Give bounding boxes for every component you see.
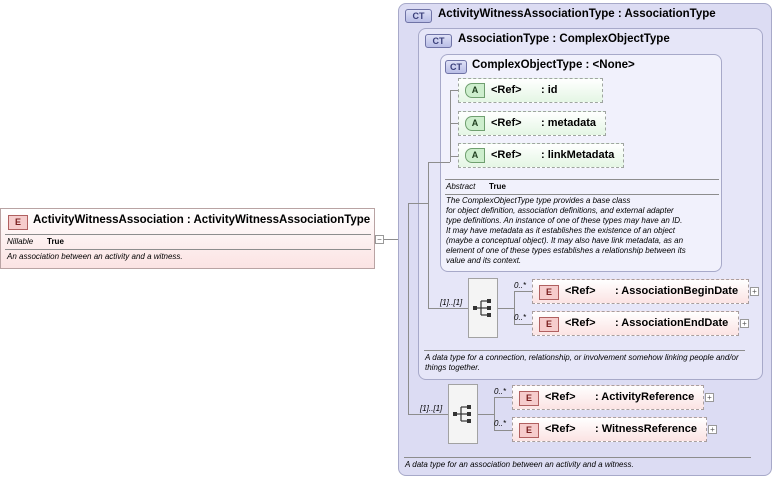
attribute-ref: <Ref> bbox=[491, 84, 522, 96]
attribute-badge: A bbox=[465, 148, 485, 163]
element-badge: E bbox=[539, 285, 559, 300]
attribute-metadata[interactable]: A <Ref> : metadata bbox=[458, 111, 606, 136]
attribute-ref: <Ref> bbox=[491, 117, 522, 129]
mid-type-doc: A data type for a connection, relationsh… bbox=[425, 353, 739, 372]
divider bbox=[445, 194, 719, 195]
sequence-icon bbox=[453, 405, 471, 423]
connector-line bbox=[428, 162, 429, 308]
element-badge: E bbox=[519, 391, 539, 406]
connector-line bbox=[450, 90, 458, 91]
attribute-ref: <Ref> bbox=[491, 149, 522, 161]
expand-toggle[interactable]: + bbox=[740, 319, 749, 328]
connector-line bbox=[514, 324, 532, 325]
doc-line: The ComplexObjectType type provides a ba… bbox=[446, 196, 631, 205]
element-witness-reference[interactable]: E <Ref> : WitnessReference bbox=[512, 417, 707, 442]
element-ref: <Ref> bbox=[545, 423, 576, 435]
divider bbox=[404, 457, 751, 458]
root-element-box[interactable]: E ActivityWitnessAssociation : ActivityW… bbox=[0, 208, 375, 269]
doc-line: element of one of these types establishe… bbox=[446, 246, 686, 255]
connector-line bbox=[478, 414, 494, 415]
expand-toggle[interactable]: + bbox=[750, 287, 759, 296]
connector-line bbox=[428, 162, 450, 163]
root-element-title: ActivityWitnessAssociation : ActivityWit… bbox=[33, 214, 371, 226]
doc-line: value and its context. bbox=[446, 256, 522, 265]
element-activity-reference[interactable]: E <Ref> : ActivityReference bbox=[512, 385, 704, 410]
element-badge: E bbox=[519, 423, 539, 438]
collapse-toggle[interactable]: − bbox=[375, 235, 384, 244]
sequence-occurrence: [1]..[1] bbox=[440, 298, 463, 307]
child-occurrence: 0..* bbox=[494, 387, 507, 396]
connector-line bbox=[450, 123, 458, 124]
sequence-occurrence: [1]..[1] bbox=[420, 404, 443, 413]
child-occurrence: 0..* bbox=[514, 313, 527, 322]
complex-type-badge: CT bbox=[405, 9, 432, 23]
element-name: : ActivityReference bbox=[595, 391, 695, 403]
nillable-label: Nillable bbox=[7, 237, 34, 246]
attribute-name: : id bbox=[541, 84, 558, 96]
sequence-compositor[interactable] bbox=[448, 384, 478, 444]
element-ref: <Ref> bbox=[565, 285, 596, 297]
sequence-compositor[interactable] bbox=[468, 278, 498, 338]
attribute-badge: A bbox=[465, 83, 485, 98]
complex-type-badge: CT bbox=[445, 60, 467, 74]
outer-type-title: ActivityWitnessAssociationType : Associa… bbox=[438, 8, 716, 20]
connector-line bbox=[494, 397, 495, 430]
divider bbox=[5, 249, 371, 250]
attribute-link-metadata[interactable]: A <Ref> : linkMetadata bbox=[458, 143, 624, 168]
connector-line bbox=[428, 308, 468, 309]
inner-type-title: ComplexObjectType : <None> bbox=[472, 59, 635, 71]
root-element-doc: An association between an activity and a… bbox=[7, 252, 183, 261]
doc-line: for object definition, association defin… bbox=[446, 206, 674, 215]
attribute-name: : linkMetadata bbox=[541, 149, 615, 161]
doc-line: It may have metadata as it establishes t… bbox=[446, 226, 676, 235]
element-association-end-date[interactable]: E <Ref> : AssociationEndDate bbox=[532, 311, 739, 336]
divider bbox=[445, 179, 719, 180]
abstract-label: Abstract bbox=[446, 182, 476, 191]
child-occurrence: 0..* bbox=[514, 281, 527, 290]
attribute-badge: A bbox=[465, 116, 485, 131]
element-association-begin-date[interactable]: E <Ref> : AssociationBeginDate bbox=[532, 279, 749, 304]
attribute-name: : metadata bbox=[541, 117, 597, 129]
nillable-value: True bbox=[47, 237, 64, 246]
expand-toggle[interactable]: + bbox=[708, 425, 717, 434]
doc-line: (maybe a conceptual object). It may also… bbox=[446, 236, 684, 245]
connector-line bbox=[408, 414, 448, 415]
divider bbox=[5, 234, 371, 235]
connector-line bbox=[450, 90, 451, 162]
connector-line bbox=[408, 203, 409, 414]
connector-line bbox=[514, 291, 532, 292]
connector-line bbox=[494, 397, 512, 398]
connector-line bbox=[514, 291, 515, 324]
connector-line bbox=[494, 430, 512, 431]
mid-type-title: AssociationType : ComplexObjectType bbox=[458, 33, 670, 45]
element-badge: E bbox=[539, 317, 559, 332]
child-occurrence: 0..* bbox=[494, 419, 507, 428]
divider bbox=[424, 350, 745, 351]
connector-line bbox=[498, 308, 514, 309]
element-ref: <Ref> bbox=[565, 317, 596, 329]
expand-toggle[interactable]: + bbox=[705, 393, 714, 402]
connector-line bbox=[408, 203, 428, 204]
element-name: : WitnessReference bbox=[595, 423, 697, 435]
connector-line bbox=[384, 239, 408, 240]
element-badge: E bbox=[8, 215, 28, 230]
attribute-id[interactable]: A <Ref> : id bbox=[458, 78, 603, 103]
abstract-value: True bbox=[489, 182, 506, 191]
element-ref: <Ref> bbox=[545, 391, 576, 403]
inner-type-doc: The ComplexObjectType type provides a ba… bbox=[446, 196, 722, 266]
complex-type-badge: CT bbox=[425, 34, 452, 48]
doc-line: type definitions. An instance of one of … bbox=[446, 216, 683, 225]
sequence-icon bbox=[473, 299, 491, 317]
element-name: : AssociationEndDate bbox=[615, 317, 729, 329]
connector-line bbox=[450, 156, 458, 157]
element-name: : AssociationBeginDate bbox=[615, 285, 739, 297]
outer-type-doc: A data type for an association between a… bbox=[405, 460, 634, 469]
